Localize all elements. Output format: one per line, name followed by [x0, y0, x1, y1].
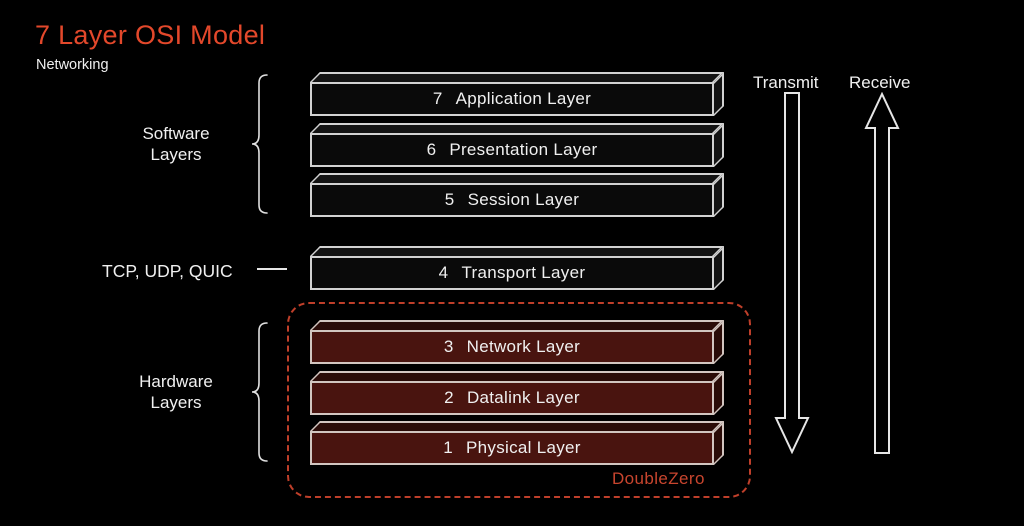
receive-up-arrow [864, 92, 900, 454]
layer-side-face [714, 246, 724, 290]
layer-top-face [310, 320, 724, 330]
layer-box-4-transport: 4 Transport Layer [310, 246, 724, 290]
layer-top-face [310, 123, 724, 133]
layer-front-face: 2 Datalink Layer [310, 381, 714, 415]
layer-name: Transport Layer [461, 263, 586, 282]
layer-side-face [714, 320, 724, 364]
layer-number: 4 [438, 263, 449, 282]
software-layers-label: Software Layers [118, 123, 234, 165]
layer-side-face [714, 173, 724, 217]
layer-name: Datalink Layer [466, 388, 580, 407]
layer-name: Application Layer [455, 89, 592, 108]
doublezero-label: DoubleZero [612, 469, 705, 488]
layer-number: 3 [443, 337, 454, 356]
layer-name: Session Layer [467, 190, 580, 209]
layer-front-face: 6 Presentation Layer [310, 133, 714, 167]
layer-top-face [310, 421, 724, 431]
layer-box-3-network: 3 Network Layer [310, 320, 724, 364]
layer-box-1-physical: 1 Physical Layer [310, 421, 724, 465]
layer-front-face: 3 Network Layer [310, 330, 714, 364]
layer-box-2-datalink: 2 Datalink Layer [310, 371, 724, 415]
hardware-label-line1: Hardware [139, 372, 213, 391]
layer-number: 7 [432, 89, 443, 108]
layer-number: 1 [443, 438, 453, 457]
hardware-layers-label: Hardware Layers [118, 371, 234, 413]
layer-top-face [310, 72, 724, 82]
layer-top-face [310, 246, 724, 256]
layer-number: 6 [426, 140, 437, 159]
layer-side-face [714, 72, 724, 116]
layer-name: Physical Layer [466, 438, 581, 457]
software-label-line2: Layers [150, 145, 202, 164]
layer-name: Presentation Layer [449, 140, 598, 159]
layer-box-6-presentation: 6 Presentation Layer [310, 123, 724, 167]
software-layers-brace [251, 74, 268, 214]
receive-label: Receive [849, 73, 911, 92]
layer-number: 2 [444, 388, 454, 407]
page-title: 7 Layer OSI Model [35, 20, 266, 50]
layer-front-face: 7 Application Layer [310, 82, 714, 116]
layer-side-face [714, 123, 724, 167]
layer-top-face [310, 371, 724, 381]
layer-name: Network Layer [466, 337, 581, 356]
layer-box-7-application: 7 Application Layer [310, 72, 724, 116]
layer-side-face [714, 371, 724, 415]
layer-front-face: 5 Session Layer [310, 183, 714, 217]
subtitle: Networking [36, 57, 109, 73]
hardware-layers-brace [251, 322, 268, 462]
layer-front-face: 1 Physical Layer [310, 431, 714, 465]
transmit-down-arrow [774, 92, 810, 454]
layer-side-face [714, 421, 724, 465]
hardware-label-line2: Layers [150, 393, 202, 412]
transport-protocols-label: TCP, UDP, QUIC [102, 261, 233, 281]
layer-front-face: 4 Transport Layer [310, 256, 714, 290]
layer-top-face [310, 173, 724, 183]
layer-box-5-session: 5 Session Layer [310, 173, 724, 217]
software-label-line1: Software [142, 124, 210, 143]
transport-connector-line [257, 268, 287, 270]
transmit-label: Transmit [753, 73, 819, 92]
doublezero-dashed-outline [287, 302, 751, 498]
layer-number: 5 [444, 190, 455, 209]
